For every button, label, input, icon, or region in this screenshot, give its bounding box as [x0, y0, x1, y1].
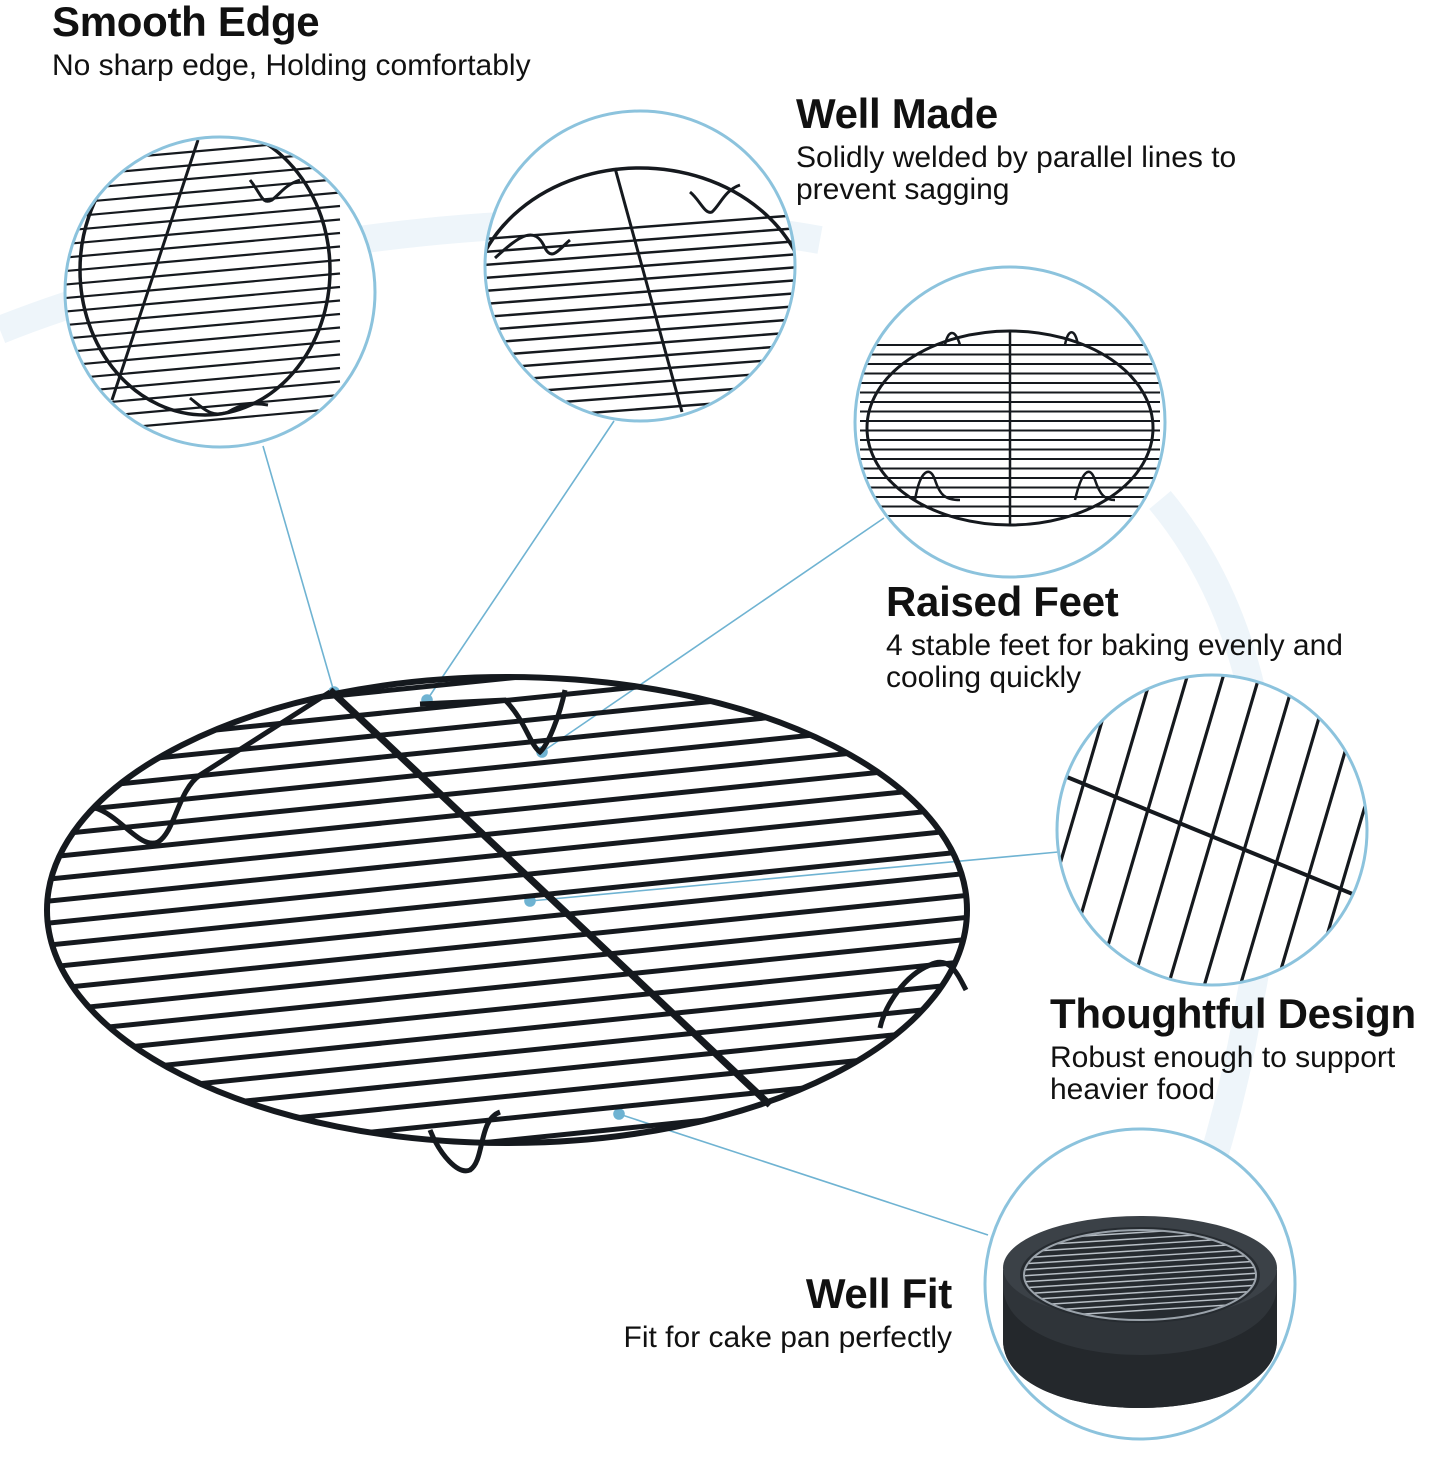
rack-wire — [65, 326, 341, 354]
rack-wire — [47, 677, 967, 687]
feature-title: Well Made — [796, 90, 998, 137]
detail-circle-well-made — [483, 109, 797, 423]
feature-description-line: heavier food — [1050, 1072, 1216, 1106]
rack-feet — [94, 689, 969, 1174]
rack-wire — [47, 1021, 967, 1127]
rack-wire — [485, 317, 795, 346]
rack-wire — [65, 299, 341, 327]
rack-wire — [1090, 675, 1194, 985]
feature-title: Smooth Edge — [52, 0, 320, 45]
rack-wire — [1024, 1242, 1256, 1259]
rack-wire — [20, 540, 1000, 640]
feature-thoughtful-design: Thoughtful Design Robust enough to suppo… — [1050, 990, 1416, 1105]
rack-wire — [65, 285, 341, 314]
detail-circle-raised-feet — [853, 265, 1167, 579]
rack-wire — [1024, 1254, 1256, 1271]
rack-wire — [1126, 675, 1230, 985]
rack-wire — [47, 735, 967, 841]
rack-wire — [485, 265, 795, 294]
rack-wire — [47, 977, 967, 1083]
rack-wire — [47, 779, 967, 885]
feature-description-line: Robust enough to support — [1050, 1041, 1396, 1075]
rack-wire — [1024, 1272, 1256, 1289]
rack-wire — [1380, 660, 1445, 1000]
rack-wire — [1024, 1278, 1256, 1295]
rack-wire — [65, 272, 341, 300]
feature-description: No sharp edge, Holding comfortably — [52, 49, 531, 83]
feature-description: 4 stable feet for baking evenly and cool… — [886, 630, 1343, 693]
rack-wire — [485, 278, 795, 307]
center-support-bar — [327, 687, 773, 1108]
feature-description: Solidly welded by parallel lines to prev… — [796, 142, 1236, 205]
feature-description-line: prevent sagging — [796, 172, 1010, 206]
feature-title: Well Fit — [805, 1270, 952, 1317]
rack-wire — [1024, 1248, 1256, 1265]
rack-wire — [47, 677, 967, 709]
rack-wire — [65, 231, 341, 260]
feature-description: Robust enough to support heavier food — [1050, 1042, 1416, 1105]
rack-wire — [1024, 1290, 1256, 1307]
detail-circle-smooth-edge — [63, 135, 377, 449]
detail-circle-thoughtful-design — [1055, 660, 1445, 1000]
feature-smooth-edge: Smooth Edge No sharp edge, Holding comfo… — [52, 0, 531, 82]
rack-wire — [1024, 1266, 1256, 1283]
main-cooling-rack — [20, 540, 1000, 1174]
rack-wire — [1024, 1260, 1256, 1277]
rack-wire — [65, 245, 341, 273]
feature-title: Raised Feet — [886, 578, 1119, 625]
rack-wire — [47, 999, 967, 1105]
pointer-dot — [613, 1108, 625, 1120]
rack-wire — [47, 713, 967, 819]
rack-wire — [47, 757, 967, 863]
rack-wire — [47, 845, 967, 951]
rack-wire — [485, 239, 795, 268]
rack-wire — [65, 312, 341, 341]
feature-well-made: Well Made Solidly welded by parallel lin… — [796, 90, 1236, 205]
feature-well-fit: Well Fit Fit for cake pan perfectly — [623, 1270, 953, 1355]
rack-wire — [47, 889, 967, 995]
rack-wire — [65, 191, 341, 219]
feature-description-line: 4 stable feet for baking evenly and — [886, 629, 1343, 663]
feature-description-line: Solidly welded by parallel lines to — [796, 141, 1237, 175]
feature-description-line: cooling quickly — [886, 660, 1082, 694]
rack-wire — [47, 677, 967, 753]
rack-wire — [485, 330, 795, 359]
rack-wire — [47, 955, 967, 1061]
rack-wire — [65, 353, 341, 381]
rack-wire — [65, 204, 341, 233]
rack-wire — [65, 258, 341, 287]
rack-wire — [47, 933, 967, 1039]
rack-wire — [1024, 1284, 1256, 1301]
rack-wire — [65, 218, 341, 246]
rack-wire — [47, 823, 967, 929]
cake-pan — [1003, 1216, 1277, 1408]
rack-wire — [485, 252, 795, 281]
feature-title: Thoughtful Design — [1050, 990, 1416, 1037]
feature-description: Fit for cake pan perfectly — [623, 1321, 952, 1355]
detail-circle-well-fit — [983, 1127, 1297, 1441]
rack-wire — [1198, 675, 1302, 985]
rack-wire — [47, 801, 967, 907]
rack-wire — [485, 291, 795, 320]
rack-wire — [485, 343, 795, 372]
rack-wire — [47, 1065, 967, 1143]
rack-wire — [485, 304, 795, 333]
rack-wire — [1162, 675, 1266, 985]
rack-wire — [47, 867, 967, 973]
rack-wire — [47, 911, 967, 1017]
feature-raised-feet: Raised Feet 4 stable feet for baking eve… — [886, 578, 1343, 693]
